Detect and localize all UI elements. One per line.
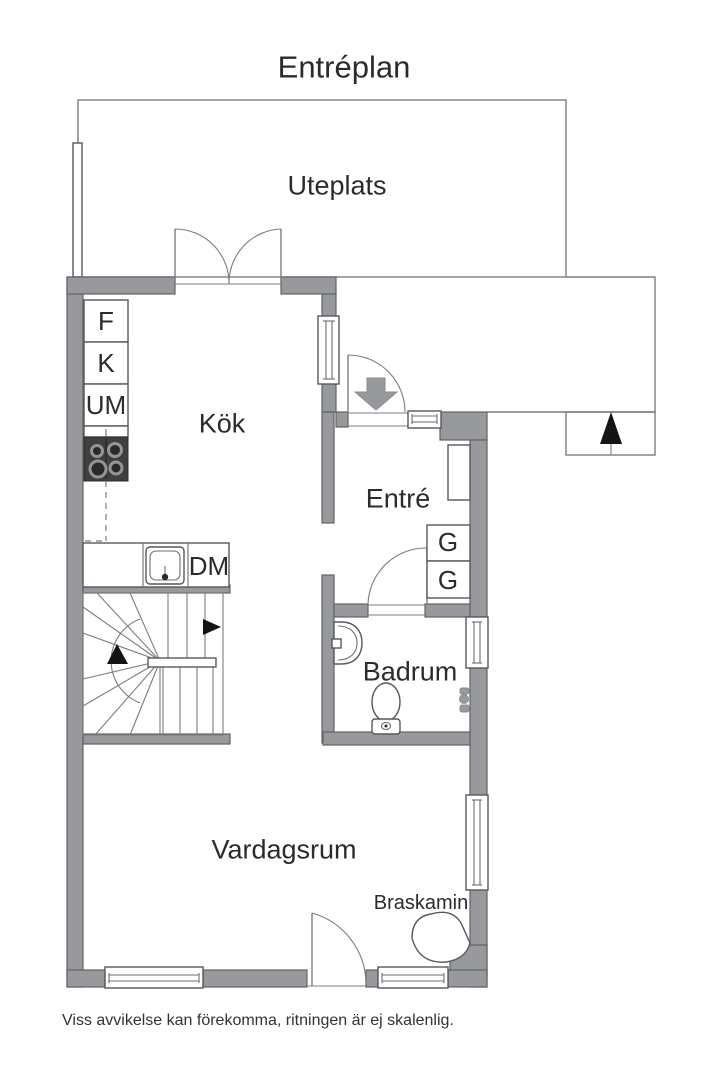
wardrobe-box-2: [426, 560, 471, 599]
patio-railing: [72, 142, 83, 278]
exterior-walls: [66, 276, 488, 988]
interior-walls: [82, 411, 471, 746]
label-microwave-unit: UM: [85, 390, 127, 420]
front-door: [347, 354, 410, 427]
window-bathroom-right: [465, 616, 489, 669]
label-wardrobe-1: G: [437, 527, 459, 557]
entry-direction-arrow: [353, 377, 399, 411]
label-fridge: F: [98, 306, 114, 336]
stove-icon: [83, 436, 129, 482]
counter-dashed-line: [85, 481, 107, 542]
label-fireplace: Braskamin: [373, 892, 469, 914]
living-room-door: [307, 912, 367, 987]
porch-outline: [487, 276, 656, 413]
page-title: Entréplan: [277, 49, 411, 85]
label-entry: Entré: [365, 483, 431, 514]
stairs-right-arrow: [203, 619, 221, 635]
label-dishwasher: DM: [188, 551, 230, 581]
um-box: [83, 383, 129, 427]
window-entry-front: [407, 410, 442, 429]
label-patio: Uteplats: [287, 170, 387, 201]
shower-mixer-icon: [459, 687, 470, 713]
sink-icon: [145, 546, 185, 585]
window-living-bottom-left: [104, 966, 204, 989]
label-kitchen: Kök: [198, 408, 246, 439]
counter-strip: [83, 425, 129, 438]
porch-step-arrow: [565, 411, 656, 456]
label-wardrobe-2: G: [437, 565, 459, 595]
patio-double-door: [174, 228, 282, 285]
label-living-room: Vardagsrum: [211, 834, 357, 865]
disclaimer-text: Viss avvikelse kan förekomma, ritningen …: [62, 1012, 454, 1029]
label-bathroom: Badrum: [362, 656, 458, 687]
toilet-icon: [371, 682, 401, 735]
label-freezer: K: [97, 348, 115, 378]
staircase: [82, 592, 224, 736]
wardrobe-box-1: [426, 524, 471, 562]
bathroom-sink-icon: [331, 621, 363, 665]
entry-shelf: [447, 444, 471, 501]
window-kitchen-east: [317, 315, 340, 385]
window-living-bottom-right: [377, 966, 449, 989]
stairs-up-arrow: [107, 644, 128, 664]
window-living-right: [465, 794, 489, 891]
fireplace-icon: [411, 911, 471, 963]
bathroom-door: [367, 547, 428, 616]
